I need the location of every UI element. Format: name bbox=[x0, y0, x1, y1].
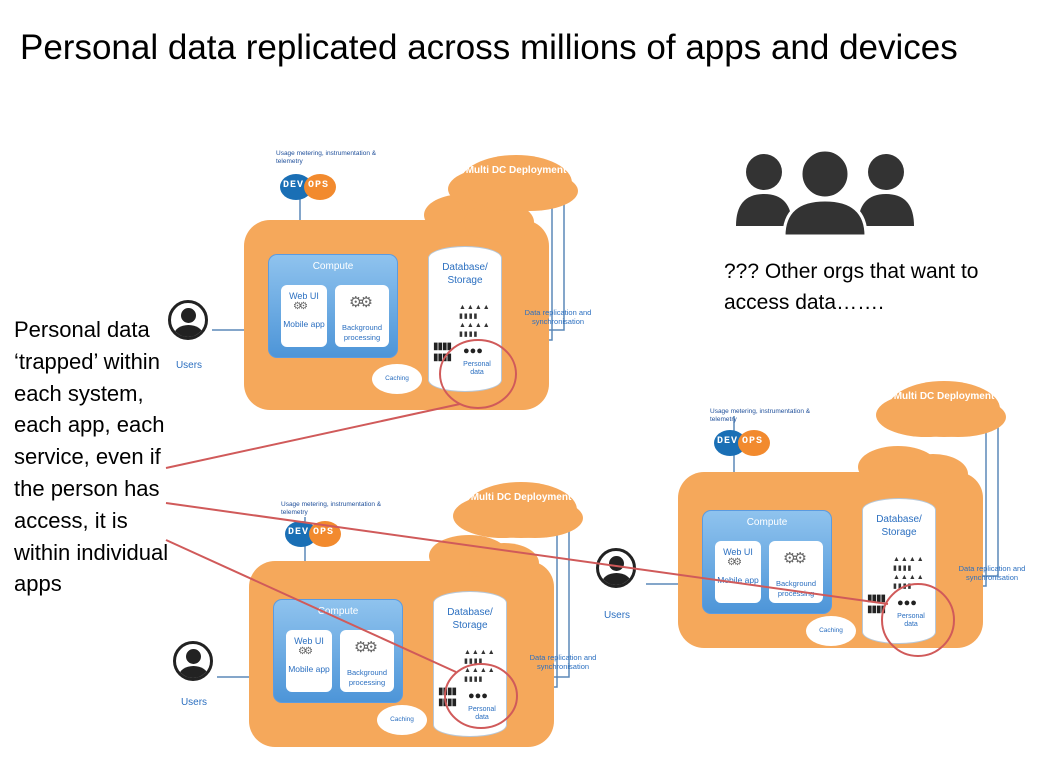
database-cylinder: Database/ Storage ▲▲▲▲▮▮▮▮▲▲▲▲▮▮▮▮ ▮▮▮▮▮… bbox=[862, 498, 936, 644]
highlight-circle bbox=[444, 663, 518, 729]
data-icons: ▲▲▲▲▮▮▮▮▲▲▲▲▮▮▮▮ bbox=[893, 556, 925, 590]
users-label: Users bbox=[180, 697, 208, 708]
people-icon: ●●● bbox=[463, 345, 483, 357]
caching-bubble: Caching bbox=[806, 616, 856, 646]
web-ui-box: Web UI ⚙⚙ Mobile app bbox=[715, 541, 761, 603]
compute-label: Compute bbox=[317, 606, 359, 617]
usage-metering-label: Usage metering, instrumentation & teleme… bbox=[281, 501, 382, 516]
compute-label: Compute bbox=[312, 261, 354, 272]
user-icon bbox=[168, 300, 208, 340]
people-icon: ●●● bbox=[897, 597, 917, 609]
personal-data-label: Personal data bbox=[463, 361, 491, 376]
replication-label: Data replication and synchronisation bbox=[524, 308, 592, 326]
gear-icon: ⚙⚙ bbox=[783, 550, 807, 567]
devops-logo: DEV OPS bbox=[714, 430, 772, 456]
caching-bubble: Caching bbox=[377, 705, 427, 735]
system-diagram-top: Multi DC Deployment Usage metering, inst… bbox=[168, 150, 591, 420]
devops-logo: DEV OPS bbox=[285, 521, 343, 547]
caching-bubble: Caching bbox=[372, 364, 422, 394]
compute-box: Compute Web UI ⚙⚙ Mobile app ⚙⚙ Backgrou… bbox=[702, 510, 832, 614]
personal-data-label: Personal data bbox=[468, 706, 496, 721]
highlight-circle bbox=[881, 583, 955, 657]
gear-icon: ⚙⚙ bbox=[727, 557, 742, 568]
usage-metering-label: Usage metering, instrumentation & teleme… bbox=[710, 408, 811, 423]
compute-box: Compute Web UI ⚙⚙ Mobile app ⚙⚙ Backgrou… bbox=[268, 254, 398, 358]
gear-icon: ⚙⚙ bbox=[354, 639, 378, 656]
users-label: Users bbox=[175, 360, 203, 371]
data-icons: ▲▲▲▲▮▮▮▮▲▲▲▲▮▮▮▮ bbox=[459, 304, 491, 338]
bottle-icons: ▮▮▮▮▮▮▮▮ bbox=[438, 686, 457, 708]
database-cylinder: Database/ Storage ▲▲▲▲▮▮▮▮▲▲▲▲▮▮▮▮ ▮▮▮▮▮… bbox=[433, 591, 507, 737]
cloud-puff bbox=[898, 454, 968, 494]
users-label: Users bbox=[603, 610, 631, 621]
replication-label: Data replication and synchronisation bbox=[958, 564, 1026, 582]
group-people-icon bbox=[736, 150, 914, 236]
gear-icon: ⚙⚙ bbox=[349, 294, 373, 311]
web-ui-box: Web UI ⚙⚙ Mobile app bbox=[286, 630, 332, 692]
bottle-icons: ▮▮▮▮▮▮▮▮ bbox=[433, 341, 452, 363]
database-label: Database/ Storage bbox=[876, 514, 922, 538]
highlight-circle bbox=[439, 339, 517, 409]
data-icons: ▲▲▲▲▮▮▮▮▲▲▲▲▮▮▮▮ bbox=[464, 649, 496, 683]
pointer-line bbox=[165, 539, 457, 673]
pointer-line bbox=[165, 403, 461, 469]
gear-icon: ⚙⚙ bbox=[293, 301, 308, 312]
usage-metering-label: Usage metering, instrumentation & teleme… bbox=[276, 150, 377, 165]
user-icon bbox=[173, 641, 213, 681]
gear-icon: ⚙⚙ bbox=[298, 646, 313, 657]
page-title: Personal data replicated across millions… bbox=[20, 28, 958, 67]
personal-data-label: Personal data bbox=[897, 613, 925, 628]
bottle-icons: ▮▮▮▮▮▮▮▮ bbox=[867, 593, 886, 615]
web-ui-box: Web UI ⚙⚙ Mobile app bbox=[281, 285, 327, 347]
system-diagram-right: Multi DC Deployment Usage metering, inst… bbox=[596, 376, 1025, 648]
replication-label: Data replication and synchronisation bbox=[529, 653, 597, 671]
system-diagram-bottom: Multi DC Deployment Usage metering, inst… bbox=[173, 477, 596, 747]
database-label: Database/ Storage bbox=[447, 607, 493, 631]
background-processing-box: ⚙⚙ Background processing bbox=[335, 285, 389, 347]
people-icon: ●●● bbox=[468, 690, 488, 702]
multi-dc-cloud bbox=[888, 381, 1000, 437]
multi-dc-label: Multi DC Deployment bbox=[465, 165, 567, 176]
pointer-line bbox=[165, 502, 889, 605]
other-orgs-caption: ??? Other orgs that want to access data…… bbox=[724, 260, 979, 314]
multi-dc-label: Multi DC Deployment bbox=[470, 492, 572, 503]
multi-dc-cloud bbox=[460, 155, 572, 211]
database-label: Database/ Storage bbox=[442, 262, 488, 286]
devops-logo: DEV OPS bbox=[280, 174, 338, 200]
multi-dc-cloud bbox=[465, 482, 577, 538]
compute-label: Compute bbox=[746, 517, 788, 528]
left-caption: Personal data ‘trapped’ within each syst… bbox=[14, 317, 169, 597]
multi-dc-label: Multi DC Deployment bbox=[893, 391, 995, 402]
